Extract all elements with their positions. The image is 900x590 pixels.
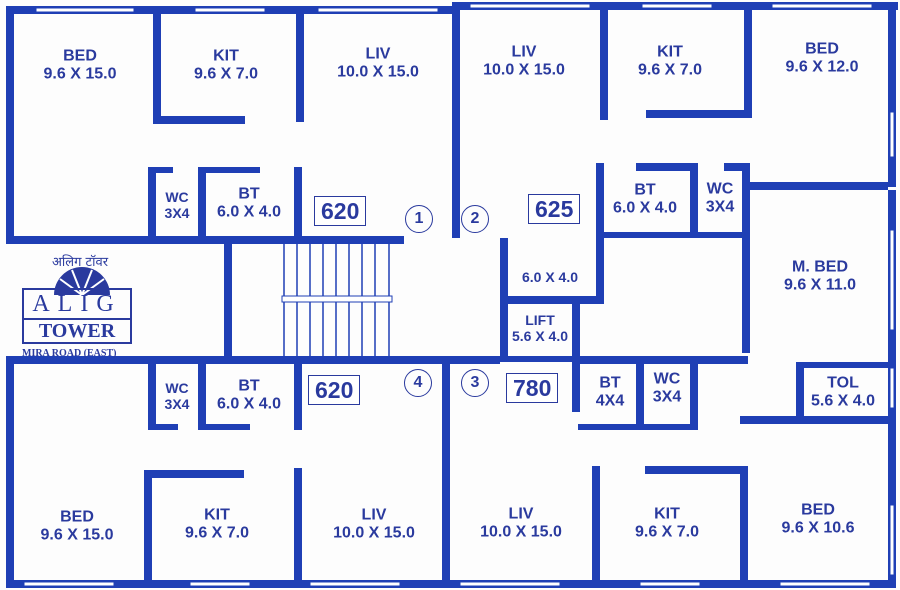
room-name: LIFT [525, 311, 555, 328]
room-dim: 9.6 X 10.6 [781, 520, 855, 537]
room-name: BT [599, 374, 621, 392]
room-dim: 9.6 X 15.0 [40, 527, 114, 544]
room-dim: 3X4 [164, 396, 190, 412]
room-f2-balcony: 6.0 X 4.0 [522, 269, 578, 285]
room-name: WC [165, 188, 189, 205]
room-name: BED [63, 47, 97, 65]
room-name: BT [634, 181, 656, 199]
room-dim: 10.0 X 15.0 [337, 64, 419, 81]
room-dim: 10.0 X 15.0 [333, 525, 415, 542]
logo-hindi-text: अलिग टॉवर [51, 255, 109, 270]
flat-4-number: 4 [404, 369, 432, 397]
room-name: LIV [511, 43, 537, 61]
room-name: WC [653, 370, 681, 388]
room-dim: 6.0 X 4.0 [521, 268, 579, 285]
room-name: KIT [213, 47, 239, 65]
room-name: BED [60, 508, 94, 526]
room-dim: 3X4 [164, 205, 190, 221]
flat-4-area: 620 [308, 375, 361, 405]
building-logo: अलिग टॉवर ALIG TOWER MIRA ROAD (EAST) [22, 252, 132, 359]
logo-name-line1: ALIG [24, 290, 130, 320]
room-dim: 5.6 X 4.0 [810, 393, 876, 410]
room-dim: 9.6 X 7.0 [193, 66, 259, 83]
room-name: M. BED [792, 258, 848, 276]
room-dim: 9.6 X 12.0 [785, 59, 859, 76]
room-dim: 6.0 X 4.0 [216, 204, 282, 221]
flat-3-area: 780 [506, 373, 559, 403]
room-dim: 10.0 X 15.0 [480, 524, 562, 541]
room-name: BT [238, 185, 260, 203]
room-name: TOL [827, 374, 859, 392]
room-dim: 3X4 [705, 199, 735, 216]
flat-2-number: 2 [461, 205, 489, 233]
flat-2-area: 625 [528, 194, 581, 224]
room-name: WC [706, 180, 734, 198]
room-dim: 9.6 X 7.0 [184, 525, 250, 542]
room-dim: 3X4 [652, 389, 682, 406]
room-name: KIT [657, 43, 683, 61]
room-name: LIV [508, 505, 534, 523]
room-name: BT [238, 377, 260, 395]
flat-3-number: 3 [461, 369, 489, 397]
room-name: WC [165, 379, 189, 396]
room-name: LIV [365, 45, 391, 63]
logo-location: MIRA ROAD (EAST) [22, 348, 117, 359]
room-name: KIT [204, 506, 230, 524]
room-name: BED [801, 501, 835, 519]
room-dim: 6.0 X 4.0 [216, 396, 282, 413]
room-name: KIT [654, 505, 680, 523]
room-name: LIV [361, 506, 387, 524]
room-dim: 9.6 X 15.0 [43, 66, 117, 83]
logo-name-line2: TOWER [38, 320, 116, 342]
logo-box: ALIG TOWER [22, 288, 132, 344]
room-name: BED [805, 40, 839, 58]
room-dim: 9.6 X 7.0 [637, 62, 703, 79]
room-dim: 4X4 [595, 393, 625, 410]
room-dim: 9.6 X 11.0 [783, 277, 857, 294]
flat-1-number: 1 [405, 205, 433, 233]
room-dim: 6.0 X 4.0 [612, 200, 678, 217]
room-dim: 5.6 X 4.0 [511, 328, 569, 344]
room-dim: 10.0 X 15.0 [483, 62, 565, 79]
flat-1-area: 620 [314, 196, 367, 226]
room-dim: 9.6 X 7.0 [634, 524, 700, 541]
